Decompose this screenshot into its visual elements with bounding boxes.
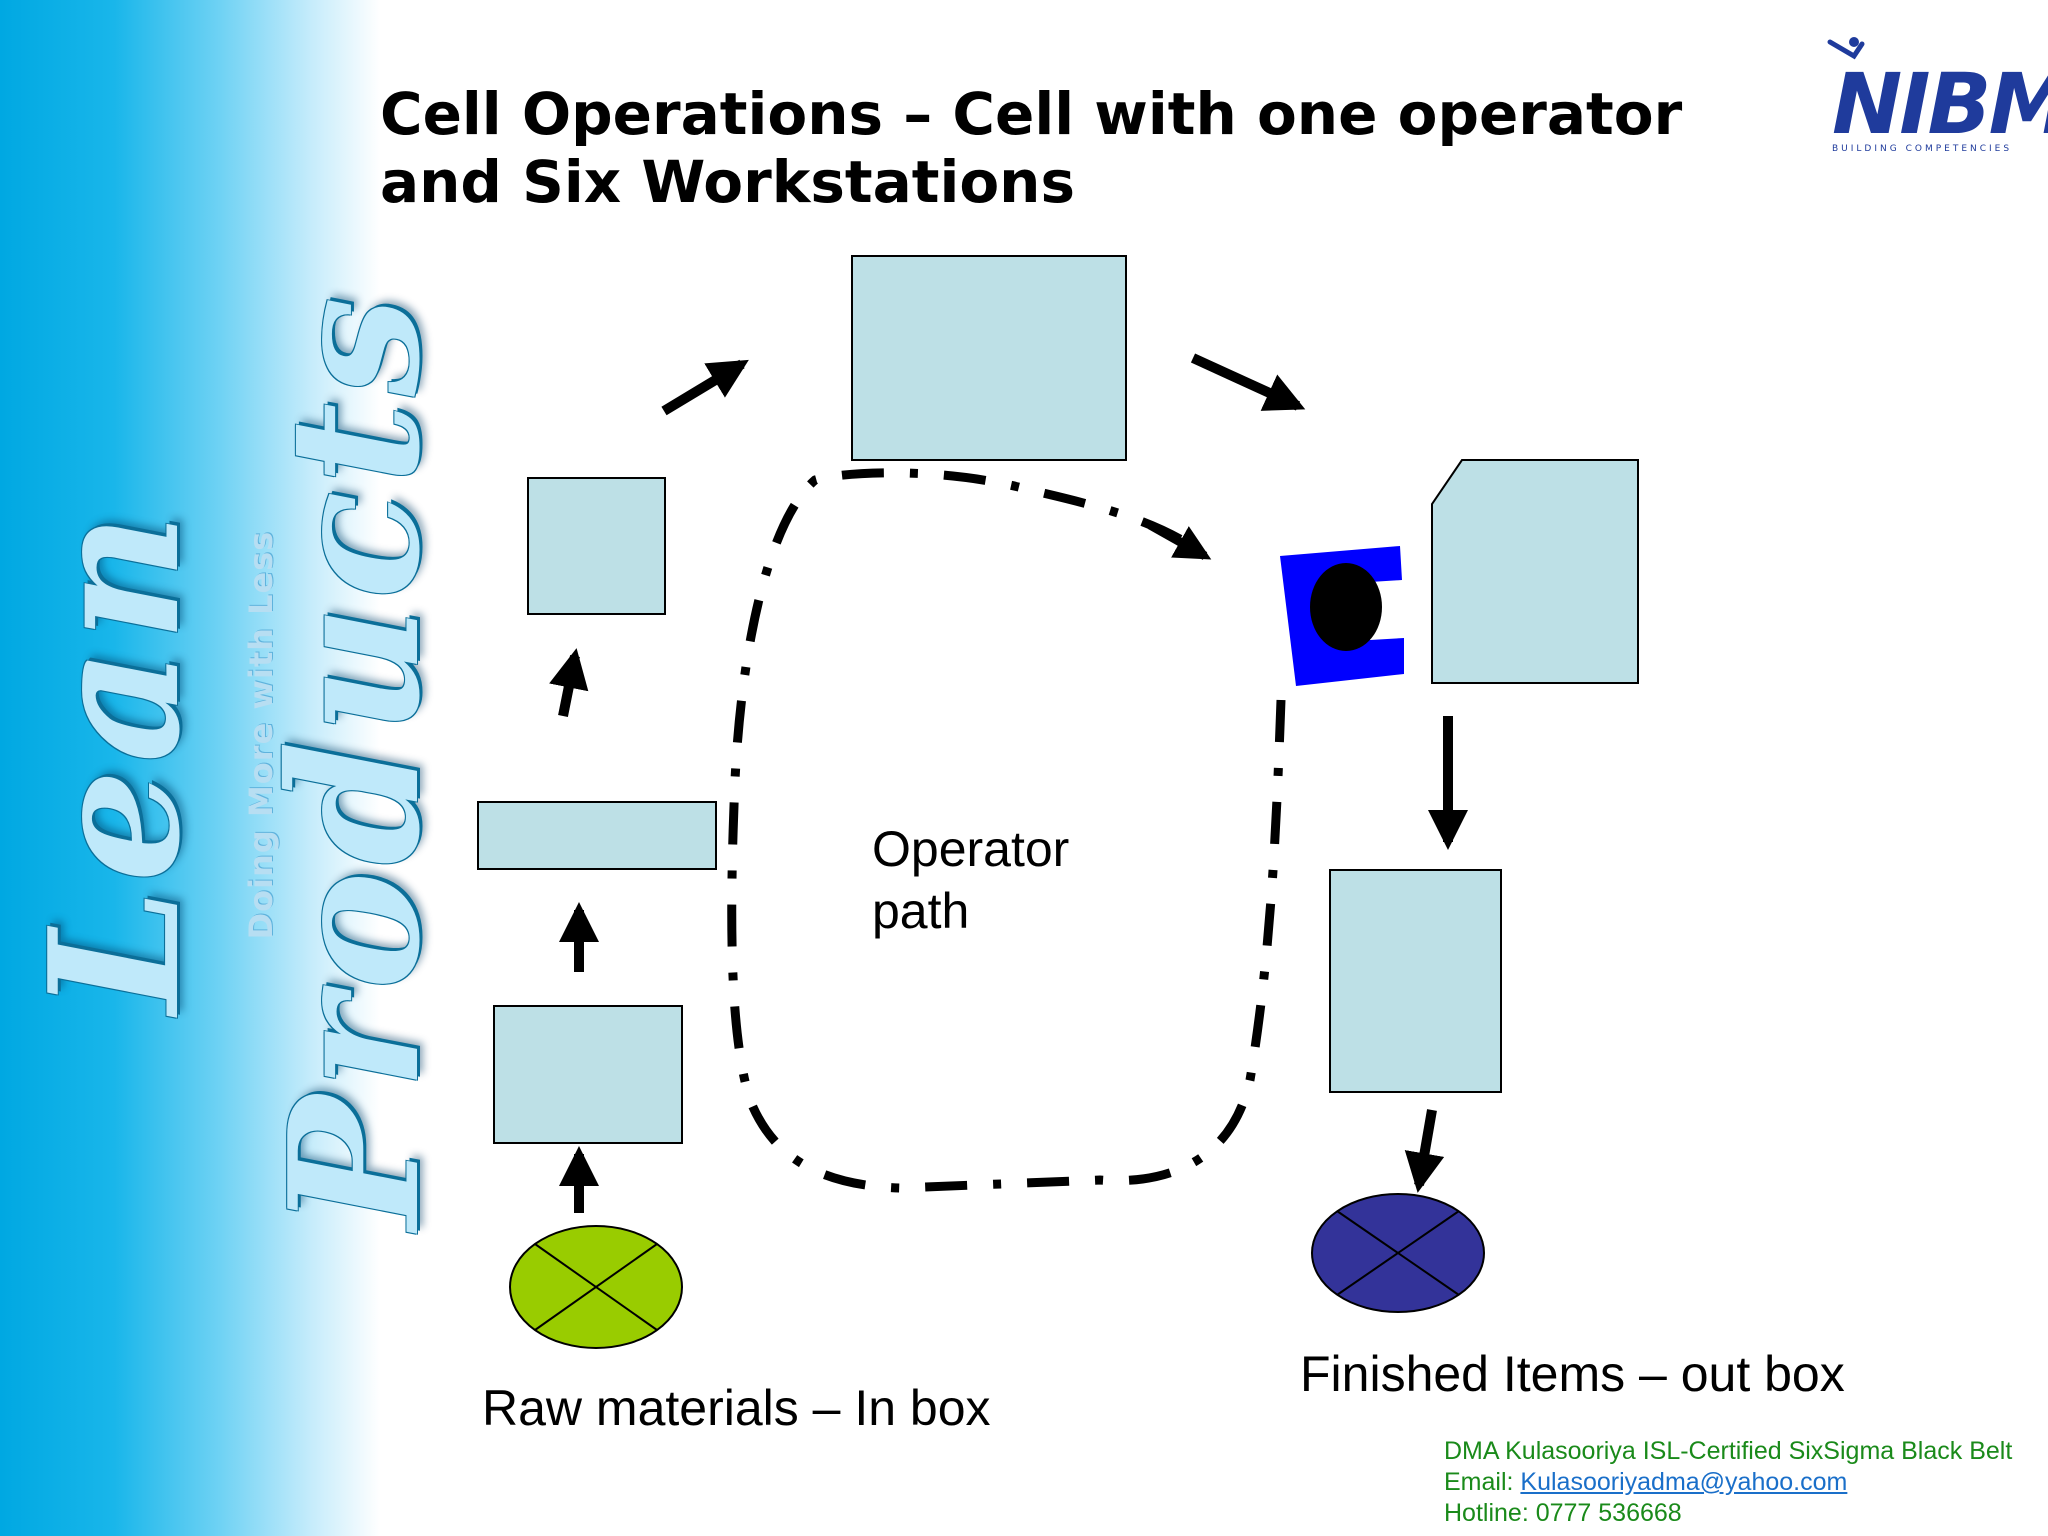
footer-email-link[interactable]: Kulasooriyadma@yahoo.com (1520, 1468, 1848, 1496)
footer-email-line: Email: Kulasooriyadma@yahoo.com (1444, 1467, 2012, 1498)
sidebar-banner: Lean Products Doing More with Less (0, 0, 459, 1536)
flow-arrow-ws2-to-ws3 (549, 648, 589, 717)
flow-arrow-ws6-to-outbox (1404, 1109, 1445, 1193)
nibm-logo: NIBM BUILDING COMPETENCIES (1826, 36, 2048, 156)
workstation-2 (477, 801, 717, 870)
operator-path (727, 468, 1286, 1193)
operator-path-arrowhead (1147, 521, 1212, 560)
workstation-1 (493, 1005, 683, 1144)
out-box (1311, 1193, 1485, 1313)
workstation-6 (1329, 869, 1502, 1093)
person-icon (1827, 37, 1865, 60)
operator-path-label: Operator path (872, 821, 1070, 939)
operator-head-icon (1310, 563, 1382, 651)
flow-arrow-ws4-to-ws5 (1190, 353, 1306, 411)
logo-name: NIBM (1832, 55, 2048, 153)
workstation-5 (1431, 459, 1639, 684)
out-box-label: Finished Items – out box (1300, 1346, 1845, 1402)
workstation-3 (527, 477, 666, 615)
in-box-label: Raw materials – In box (482, 1380, 991, 1436)
workstation-4 (851, 255, 1127, 461)
logo-tagline: BUILDING COMPETENCIES (1832, 144, 2013, 154)
footer-hotline: Hotline: 0777 536668 (1444, 1499, 1682, 1527)
flow-arrow-ws3-to-ws4 (661, 359, 749, 416)
slide-title: Cell Operations – Cell with one operator… (380, 80, 1683, 216)
footer-author: DMA Kulasooriya ISL-Certified SixSigma B… (1444, 1437, 2013, 1465)
in-box (509, 1225, 683, 1349)
footer-email-label: Email: (1444, 1468, 1514, 1496)
footer-credit: DMA Kulasooriya ISL-Certified SixSigma B… (1444, 1436, 2012, 1529)
